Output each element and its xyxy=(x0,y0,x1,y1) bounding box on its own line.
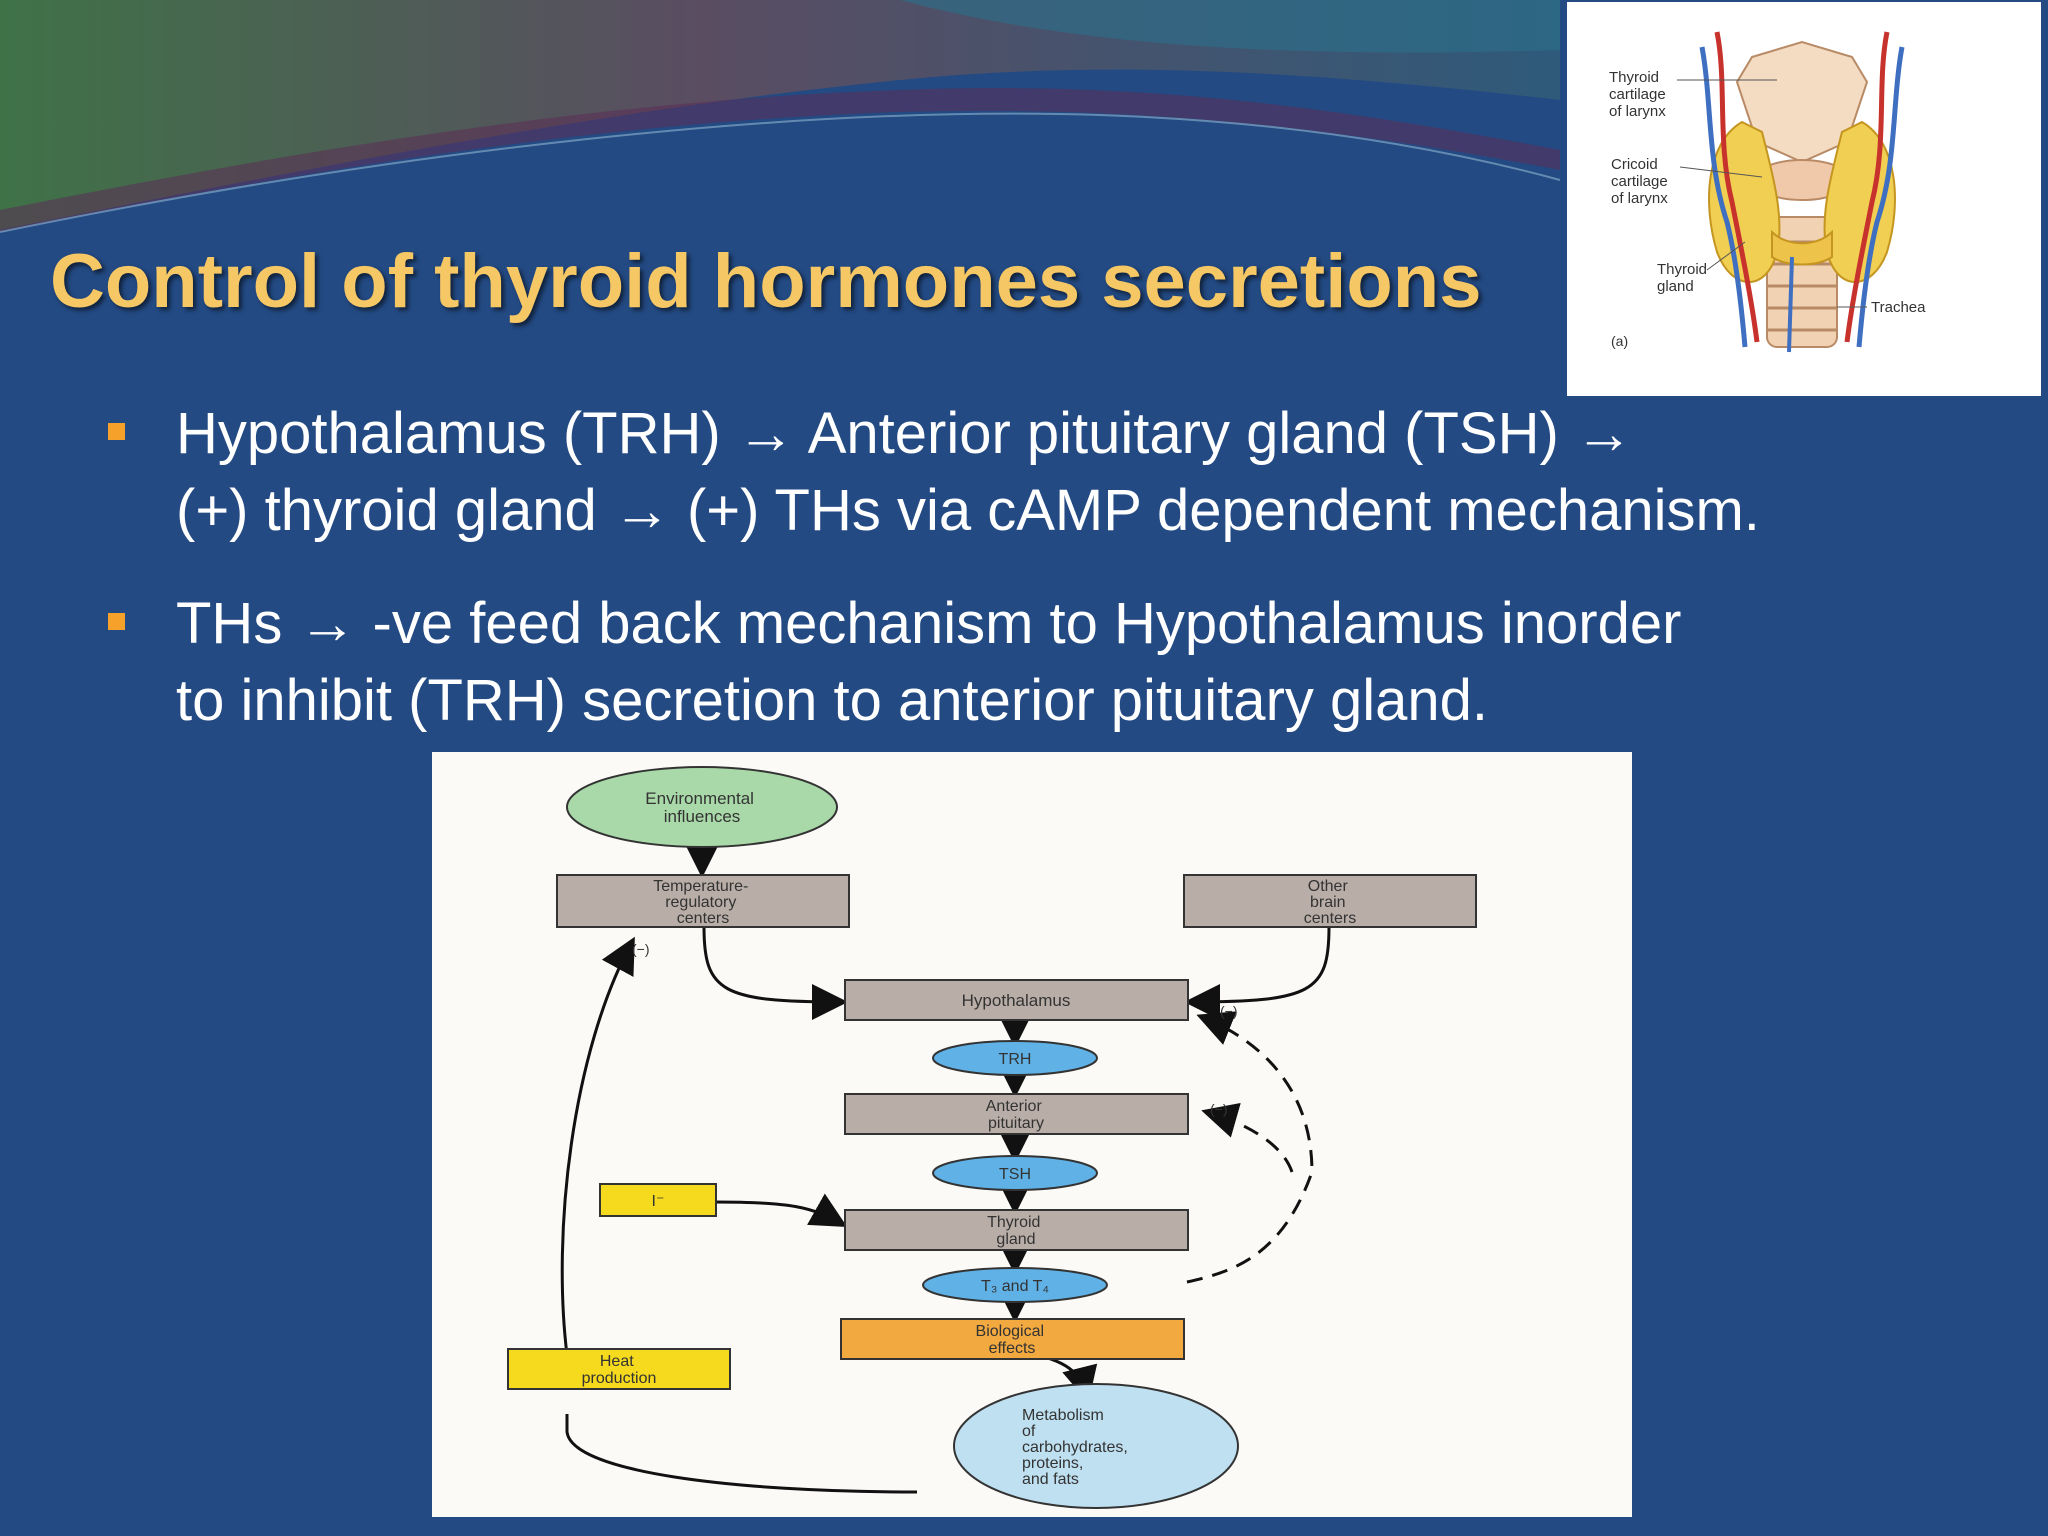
thyroid-anatomy-illustration: Thyroid cartilage of larynx Cricoid cart… xyxy=(1609,31,1926,353)
node-t3-t4 xyxy=(922,1267,1108,1303)
node-tsh xyxy=(932,1155,1098,1191)
feedback-flowchart: Environmental influences Temperature- re… xyxy=(507,766,1477,1509)
blood-vessel-red xyxy=(1714,31,1760,343)
blood-vessel-red xyxy=(1844,31,1890,343)
node-iodide-text: I⁻ xyxy=(652,1193,665,1210)
bullet-item: THs → -ve feed back mechanism to Hypotha… xyxy=(100,585,1960,739)
label-cricoid-cartilage: Cricoid cartilage of larynx xyxy=(1611,156,1672,207)
bullet-item: Hypothalamus (TRH) → Anterior pituitary … xyxy=(100,395,1960,549)
blood-vessel-blue xyxy=(1699,46,1748,348)
inhibition-mark: (−) xyxy=(1220,1003,1238,1019)
label-trachea: Trachea xyxy=(1871,299,1926,316)
slide-title: Control of thyroid hormones secretions xyxy=(50,239,1482,324)
inhibition-mark: (−) xyxy=(1210,1101,1228,1117)
bullet-text-line: THs → -ve feed back mechanism to Hypotha… xyxy=(176,591,1682,656)
inhibition-mark: (−) xyxy=(632,941,650,957)
node-temperature-centers-text: Temperature- regulatory centers xyxy=(653,878,753,927)
node-biological-effects xyxy=(840,1318,1185,1360)
node-biological-effects-text: Biological effects xyxy=(976,1323,1049,1357)
thyroid-anatomy-figure: Thyroid cartilage of larynx Cricoid cart… xyxy=(1567,2,2041,396)
bullet-list: Hypothalamus (TRH) → Anterior pituitary … xyxy=(100,395,1960,775)
node-hypothalamus-text: Hypothalamus xyxy=(962,991,1071,1010)
header-wave-decoration xyxy=(0,0,1561,233)
node-other-brain-centers-text: Other brain centers xyxy=(1304,878,1356,927)
node-trh xyxy=(932,1040,1098,1076)
thyroid-isthmus xyxy=(1771,229,1833,266)
node-iodide xyxy=(599,1183,717,1217)
node-heat-production-text: Heat production xyxy=(582,1353,657,1387)
node-thyroid-gland xyxy=(844,1209,1189,1251)
bullet-square-icon xyxy=(108,423,125,440)
label-panel-a: (a) xyxy=(1611,333,1628,349)
label-thyroid-gland: Thyroid gland xyxy=(1657,261,1711,295)
node-anterior-pituitary-text: Anterior pituitary xyxy=(986,1098,1046,1132)
node-anterior-pituitary xyxy=(844,1093,1189,1135)
node-other-brain-centers xyxy=(1183,874,1477,928)
bullet-text-line: Hypothalamus (TRH) → Anterior pituitary … xyxy=(176,401,1633,466)
node-metabolism xyxy=(953,1383,1239,1509)
bullet-text-line: (+) thyroid gland → (+) THs via cAMP dep… xyxy=(176,478,1760,543)
node-metabolism-text: Metabolism of carbohydrates, proteins, a… xyxy=(1022,1407,1132,1488)
blood-vessel-blue xyxy=(1856,46,1905,348)
blood-vessel-blue xyxy=(1787,256,1794,353)
label-thyroid-cartilage: Thyroid cartilage of larynx xyxy=(1609,69,1670,120)
node-environmental-influences xyxy=(566,766,838,848)
node-tsh-text: TSH xyxy=(999,1166,1031,1183)
node-heat-production xyxy=(507,1348,731,1390)
node-environmental-influences-text: Environmental influences xyxy=(645,789,758,826)
node-t3-t4-text: T₃ and T₄ xyxy=(981,1278,1049,1295)
bullet-square-icon xyxy=(108,613,125,630)
node-trh-text: TRH xyxy=(999,1051,1032,1068)
thyroid-feedback-diagram: Environmental influences Temperature- re… xyxy=(432,752,1632,1517)
node-thyroid-gland-text: Thyroid gland xyxy=(987,1214,1045,1248)
node-temperature-centers xyxy=(556,874,850,928)
bullet-text-line: to inhibit (TRH) secretion to anterior p… xyxy=(176,668,1489,733)
diagram-connectors xyxy=(560,842,1331,1494)
node-hypothalamus xyxy=(844,979,1189,1021)
